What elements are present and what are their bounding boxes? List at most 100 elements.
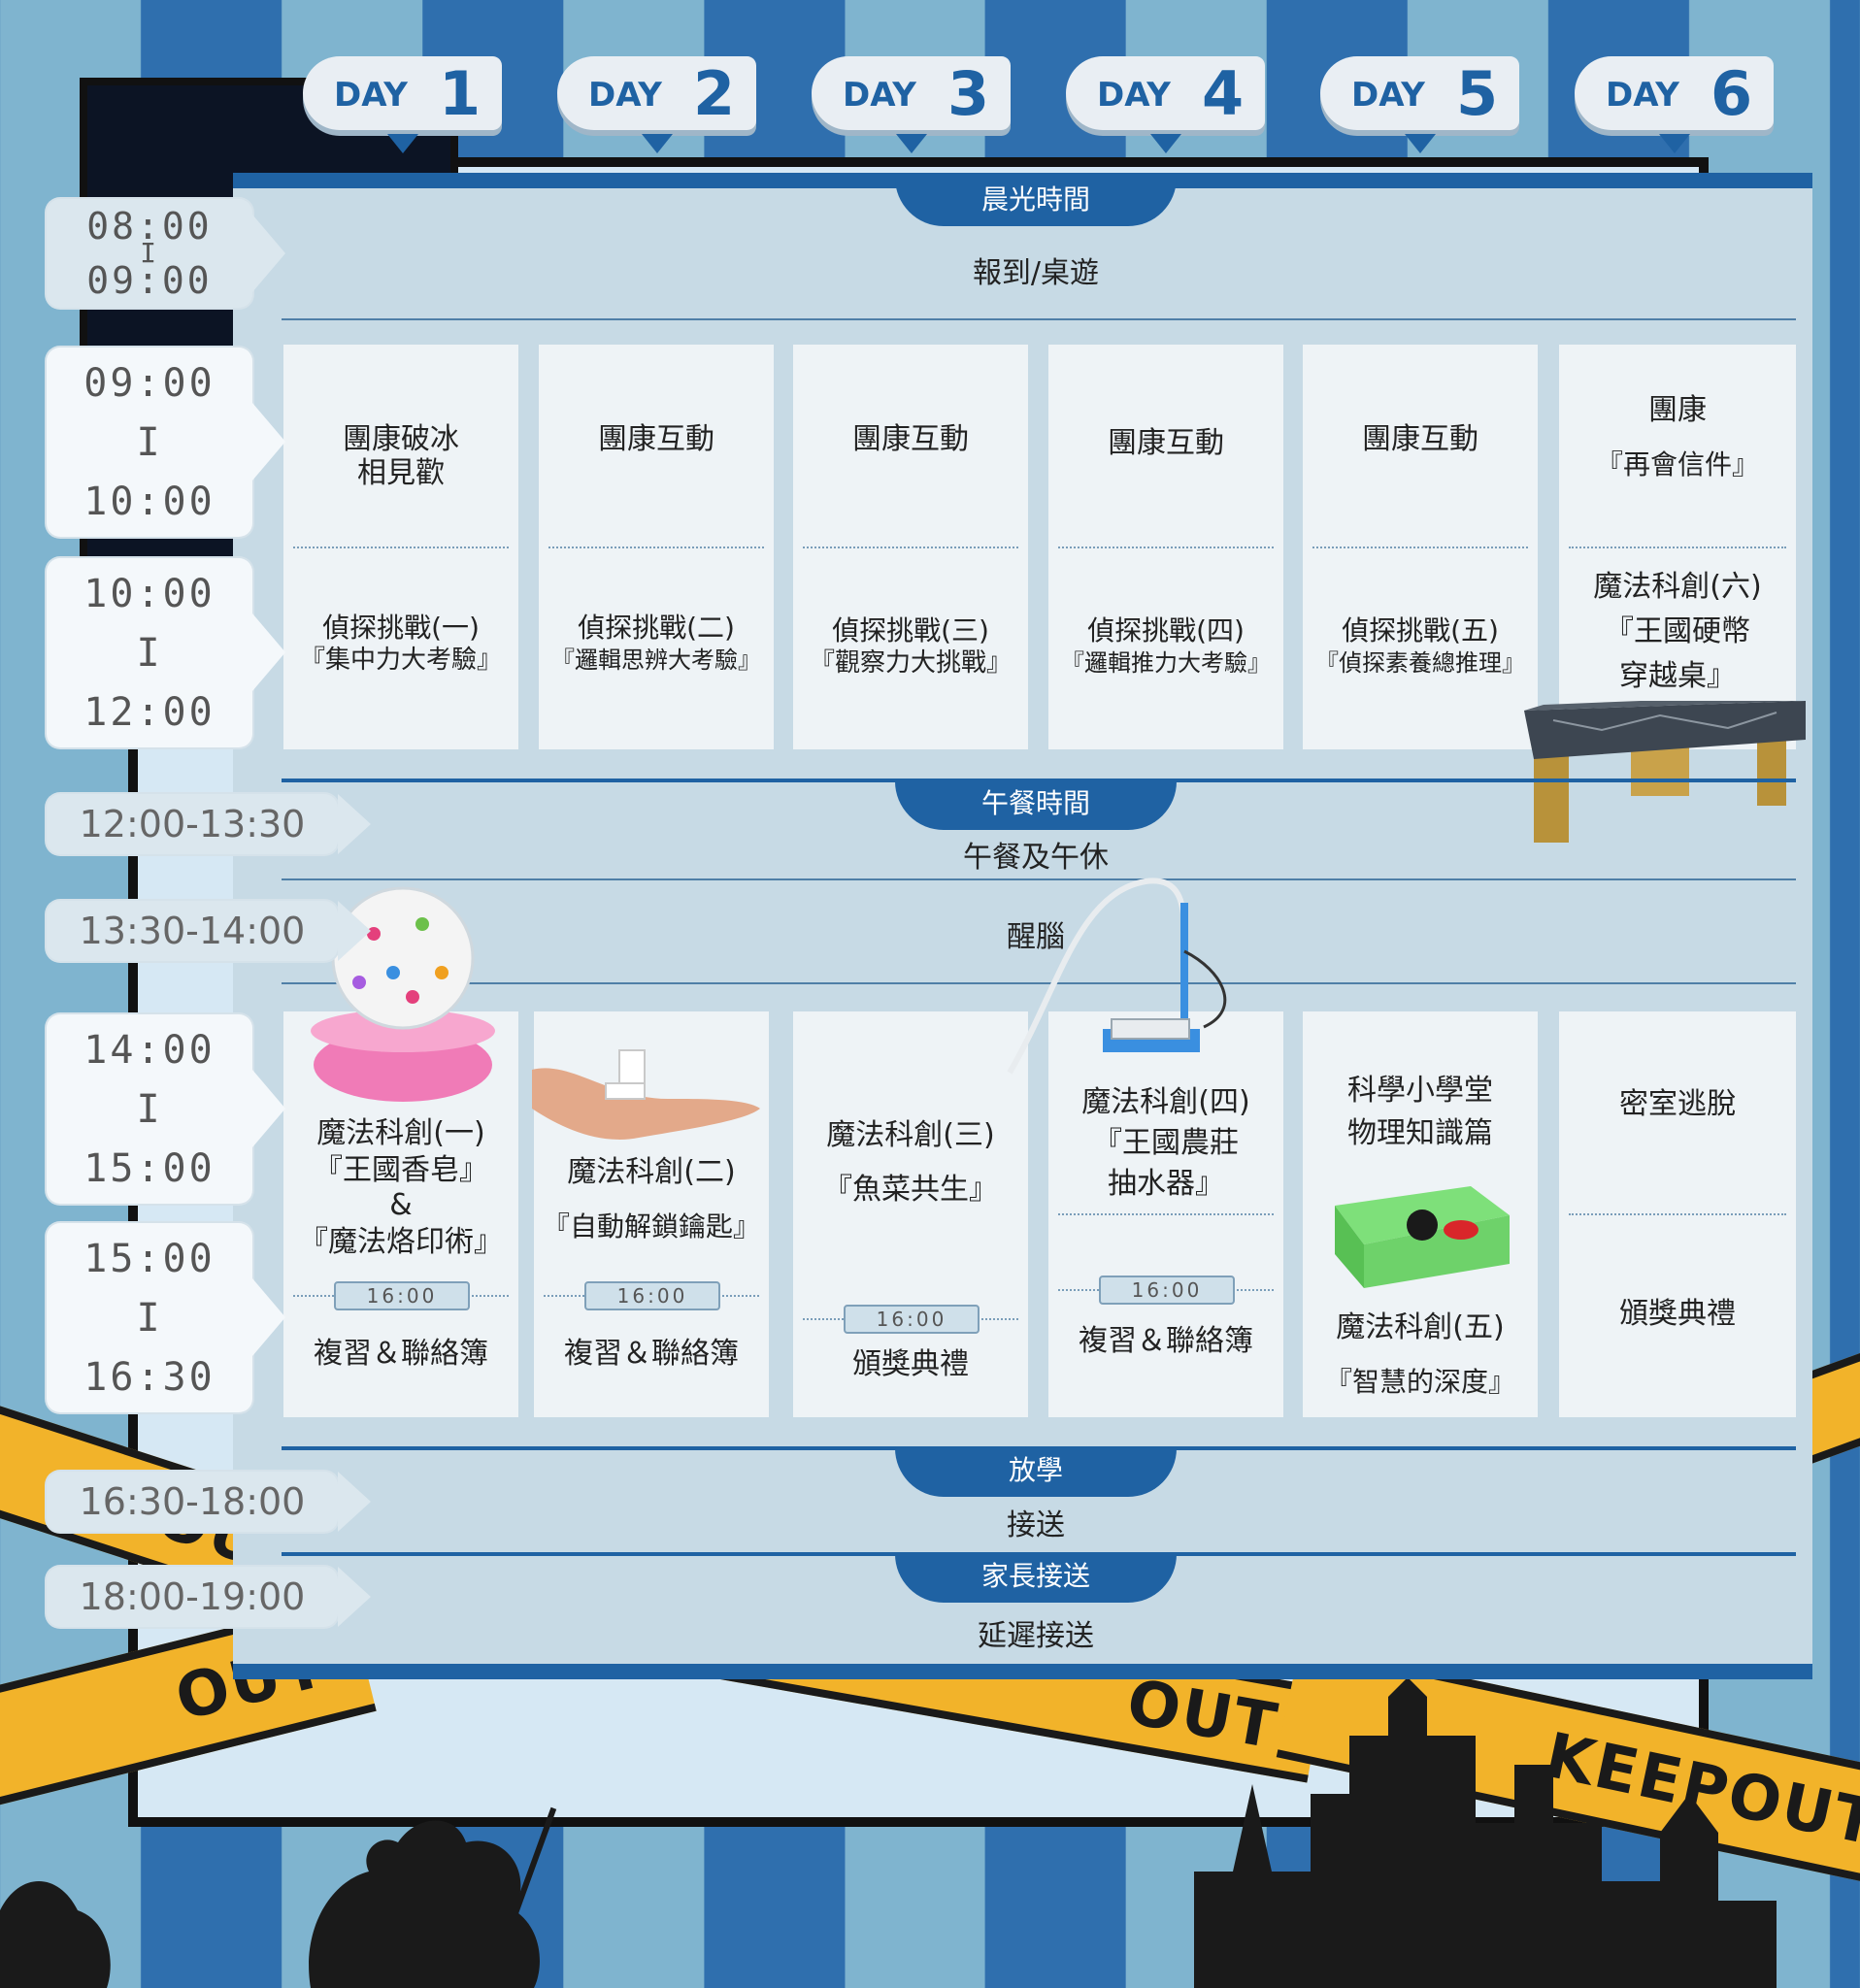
down-arrow-icon bbox=[896, 134, 927, 153]
divider-line bbox=[282, 779, 1796, 782]
time-start: 10:00 bbox=[83, 571, 216, 616]
time-arrow bbox=[338, 1567, 371, 1627]
depth-game-image bbox=[1335, 1186, 1510, 1288]
card-bottom-line: 『王國硬幣 bbox=[1605, 614, 1750, 648]
day-number: 4 bbox=[1202, 58, 1245, 129]
dotted-divider bbox=[1058, 547, 1274, 548]
afternoon-card-day4: 魔法科創(四) 『王國農莊 抽水器』 16:00 複習＆聯絡簿 bbox=[1048, 1011, 1283, 1417]
card-line: 『王國香皂』 bbox=[314, 1153, 488, 1187]
time-arrow bbox=[338, 901, 371, 961]
time-label-0900-1000: 09:00 I 10:00 bbox=[47, 348, 252, 537]
time-start: 14:00 bbox=[83, 1027, 216, 1073]
card-line: 複習＆聯絡簿 bbox=[564, 1337, 739, 1371]
day-tab-5[interactable]: DAY 5 bbox=[1320, 56, 1519, 153]
morning-card-day5: 團康互動 偵探挑戰(五) 『偵探素養總推理』 bbox=[1303, 345, 1538, 749]
card-bottom-line: 魔法科創(六) bbox=[1593, 570, 1762, 604]
card-top-line: 團康互動 bbox=[852, 422, 969, 456]
down-arrow-icon bbox=[1150, 134, 1181, 153]
morning-card-day1: 團康破冰 相見歡 偵探挑戰(一) 『集中力大考驗』 bbox=[283, 345, 518, 749]
card-bottom-line: 偵探挑戰(四) bbox=[1087, 614, 1245, 646]
card-top-line: 團康 bbox=[1648, 393, 1707, 427]
time-label-dismiss: 16:30-18:00 bbox=[47, 1472, 338, 1532]
day-tab-6[interactable]: DAY 6 bbox=[1575, 56, 1774, 153]
water-pump-image bbox=[1007, 878, 1227, 1075]
card-line: 魔法科創(三) bbox=[826, 1118, 995, 1152]
time-badge: 16:00 bbox=[584, 1281, 720, 1310]
card-top-line: 『再會信件』 bbox=[1595, 448, 1759, 480]
day-label: DAY bbox=[1351, 76, 1425, 115]
refresh-activity: 醒腦 bbox=[1007, 920, 1065, 954]
card-bottom-line: 『邏輯思辨大考驗』 bbox=[551, 646, 761, 674]
section-tab-parent: 家長接送 bbox=[895, 1554, 1177, 1603]
day-number: 2 bbox=[693, 58, 736, 129]
lunch-activity: 午餐及午休 bbox=[963, 841, 1109, 875]
time-separator: I bbox=[140, 236, 159, 269]
day-tab-pill bbox=[303, 56, 502, 130]
card-line: 『魚菜共生』 bbox=[823, 1173, 998, 1207]
card-line: 抽水器』 bbox=[1108, 1167, 1224, 1201]
tree-silhouette bbox=[0, 1881, 111, 1988]
day-tab-pill bbox=[1320, 56, 1519, 130]
card-bottom-line: 『偵探素養總推理』 bbox=[1315, 649, 1525, 677]
dotted-divider bbox=[293, 547, 509, 548]
character-silhouette bbox=[309, 1806, 557, 1988]
afternoon-card-day3: 魔法科創(三) 『魚菜共生』 16:00 頒獎典禮 bbox=[793, 1011, 1028, 1417]
time-label-1400-1500: 14:00 I 15:00 bbox=[47, 1014, 252, 1204]
time-end: 16:30 bbox=[83, 1354, 216, 1400]
card-line: 魔法科創(一) bbox=[316, 1116, 485, 1150]
card-line: 物理知識篇 bbox=[1347, 1116, 1493, 1150]
time-end: 12:00 bbox=[83, 689, 216, 735]
castle-silhouette bbox=[1194, 1677, 1777, 1988]
time-arrow bbox=[252, 215, 285, 292]
morning-activity: 報到/桌遊 bbox=[972, 256, 1100, 290]
panel-bottom-border bbox=[233, 1664, 1812, 1679]
dotted-divider bbox=[1569, 547, 1786, 548]
card-bottom-line: 『觀察力大挑戰』 bbox=[809, 648, 1012, 678]
morning-card-day4: 團康互動 偵探挑戰(四) 『邏輯推力大考驗』 bbox=[1048, 345, 1283, 749]
time-badge: 16:00 bbox=[844, 1305, 980, 1334]
afternoon-card-day6: 密室逃脫 頒獎典禮 bbox=[1559, 1011, 1796, 1417]
section-tab-lunch: 午餐時間 bbox=[895, 781, 1177, 830]
day-tab-pill bbox=[812, 56, 1011, 130]
down-arrow-icon bbox=[1405, 134, 1436, 153]
day-label: DAY bbox=[1097, 76, 1171, 115]
time-badge: 16:00 bbox=[334, 1281, 470, 1310]
card-top-line: 團康互動 bbox=[598, 422, 714, 456]
card-line: 『魔法烙印術』 bbox=[299, 1225, 503, 1259]
card-line: 複習＆聯絡簿 bbox=[1079, 1324, 1253, 1358]
day-tab-pill bbox=[557, 56, 756, 130]
card-bottom-line: 『集中力大考驗』 bbox=[299, 646, 502, 675]
day-tab-3[interactable]: DAY 3 bbox=[812, 56, 1011, 153]
day-tab-4[interactable]: DAY 4 bbox=[1066, 56, 1265, 153]
time-badge: 16:00 bbox=[1099, 1276, 1235, 1305]
parent-activity: 延遲接送 bbox=[978, 1619, 1094, 1653]
soap-ball-image bbox=[311, 886, 495, 1102]
time-end: 09:00 bbox=[86, 258, 213, 302]
card-line: 頒獎典禮 bbox=[1619, 1297, 1736, 1331]
down-arrow-icon bbox=[387, 134, 418, 153]
time-arrow bbox=[252, 613, 285, 691]
card-top-line: 團康互動 bbox=[1362, 422, 1478, 456]
time-separator: I bbox=[136, 419, 163, 465]
time-label-1500-1630: 15:00 I 16:30 bbox=[47, 1223, 252, 1412]
day-tab-2[interactable]: DAY 2 bbox=[557, 56, 756, 153]
coin-table-image bbox=[1524, 701, 1806, 843]
hand-key-image bbox=[532, 1049, 760, 1140]
time-arrow bbox=[338, 1472, 371, 1532]
time-arrow bbox=[252, 1278, 285, 1356]
time-separator: I bbox=[136, 1295, 163, 1341]
card-top-line: 相見歡 bbox=[357, 456, 445, 490]
divider-line bbox=[282, 878, 1796, 880]
day-number: 3 bbox=[947, 58, 990, 129]
day-tab-1[interactable]: DAY 1 bbox=[303, 56, 502, 153]
card-line: 頒獎典禮 bbox=[852, 1347, 969, 1381]
time-separator: I bbox=[136, 1086, 163, 1132]
day-number: 6 bbox=[1711, 58, 1753, 129]
morning-card-day3: 團康互動 偵探挑戰(三) 『觀察力大挑戰』 bbox=[793, 345, 1028, 749]
dotted-divider bbox=[803, 547, 1018, 548]
card-line: 魔法科創(二) bbox=[567, 1155, 736, 1189]
day-label: DAY bbox=[334, 76, 408, 115]
card-bottom-line: 偵探挑戰(一) bbox=[322, 612, 480, 644]
section-tab-dismiss: 放學 bbox=[895, 1448, 1177, 1497]
divider-line bbox=[282, 318, 1796, 320]
